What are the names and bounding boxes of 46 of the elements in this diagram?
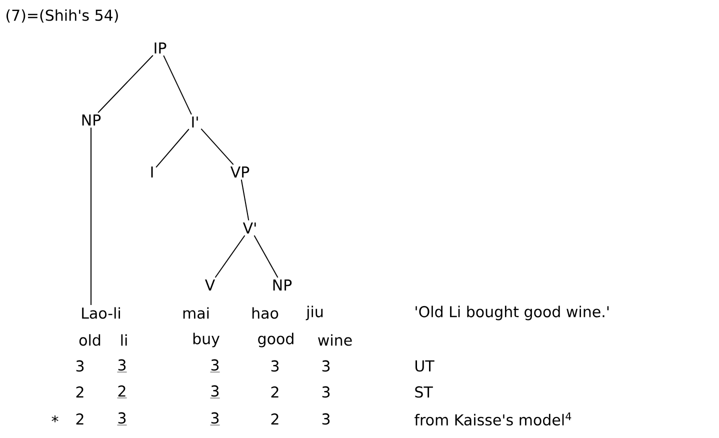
label: 2	[271, 386, 278, 398]
underlined-number: 3	[210, 412, 220, 426]
underlined-number: 2	[117, 385, 127, 398]
label: 3	[322, 360, 330, 372]
category-label: NP	[273, 280, 292, 290]
tree-branch	[156, 128, 190, 168]
tree-branch	[163, 55, 192, 115]
label: hao	[252, 307, 278, 319]
tree-branch	[240, 179, 250, 221]
label: 2	[76, 413, 84, 425]
tree-branch	[254, 235, 278, 278]
label: jiu	[306, 306, 323, 320]
tree-branch	[214, 234, 246, 278]
category-label: I'	[192, 116, 198, 128]
label: from Kaisse's model$^{4}$	[414, 412, 572, 426]
category-label: NP	[82, 114, 101, 126]
tree-branch	[200, 128, 234, 166]
underlined-number: 3	[210, 359, 220, 372]
label: *	[52, 415, 58, 422]
category-label: V'	[242, 222, 256, 234]
label: wine	[318, 334, 352, 346]
label: buy	[193, 332, 220, 348]
label: li	[121, 334, 127, 346]
label: ST	[415, 386, 433, 398]
underlined-number: 3	[210, 385, 220, 398]
label: mai	[183, 307, 209, 319]
label: 3	[322, 413, 330, 425]
label: 3	[271, 360, 279, 372]
tree-branch	[90, 127, 92, 306]
label: 3	[322, 386, 330, 398]
tree-branch	[98, 54, 154, 114]
label: 3	[76, 360, 84, 372]
label: UT	[416, 360, 434, 372]
category-label: IP	[154, 42, 166, 54]
word: Lao-li	[82, 307, 120, 319]
category-label: I	[151, 166, 153, 178]
label: 2	[76, 386, 84, 398]
label: 'Old Li bought good wine.'	[416, 306, 609, 320]
label: old	[79, 334, 100, 346]
underlined-number: 3	[117, 359, 127, 372]
label: good	[258, 332, 294, 348]
category-label: VP	[230, 166, 250, 178]
label: 2	[271, 413, 278, 425]
title: (7)=(Shih's 54)	[6, 9, 118, 23]
category-label: V	[205, 280, 215, 290]
underlined-number: 3	[117, 412, 127, 426]
